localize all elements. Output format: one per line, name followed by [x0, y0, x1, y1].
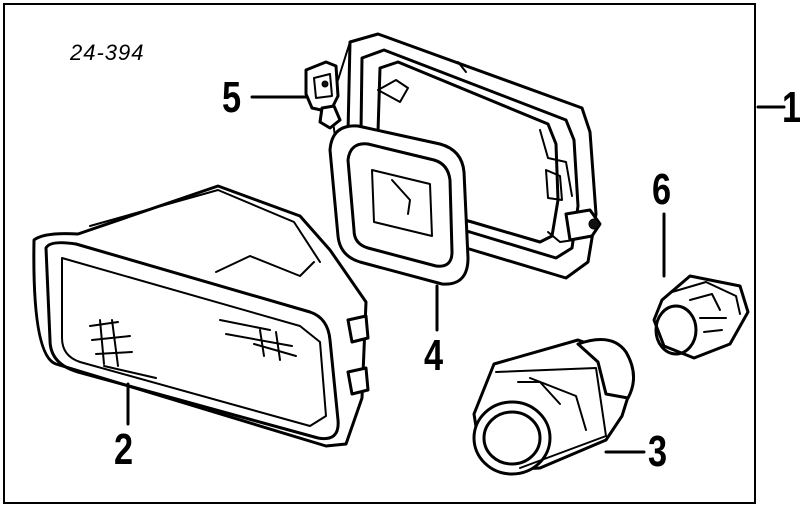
callout-5: 5	[222, 73, 242, 122]
reference-number: 24-394	[70, 40, 145, 65]
part-3-lamp-unit	[472, 338, 646, 476]
callout-1: 1	[782, 83, 800, 132]
diagram-frame	[3, 3, 756, 504]
callout-6: 6	[652, 165, 672, 214]
part-6-socket	[652, 212, 750, 360]
callout-3: 3	[648, 427, 668, 476]
callout-2: 2	[114, 425, 134, 474]
part-4-gasket	[328, 124, 470, 332]
part-5-clip	[250, 60, 342, 130]
part-2-lens	[32, 184, 370, 448]
callout-4: 4	[424, 331, 444, 380]
